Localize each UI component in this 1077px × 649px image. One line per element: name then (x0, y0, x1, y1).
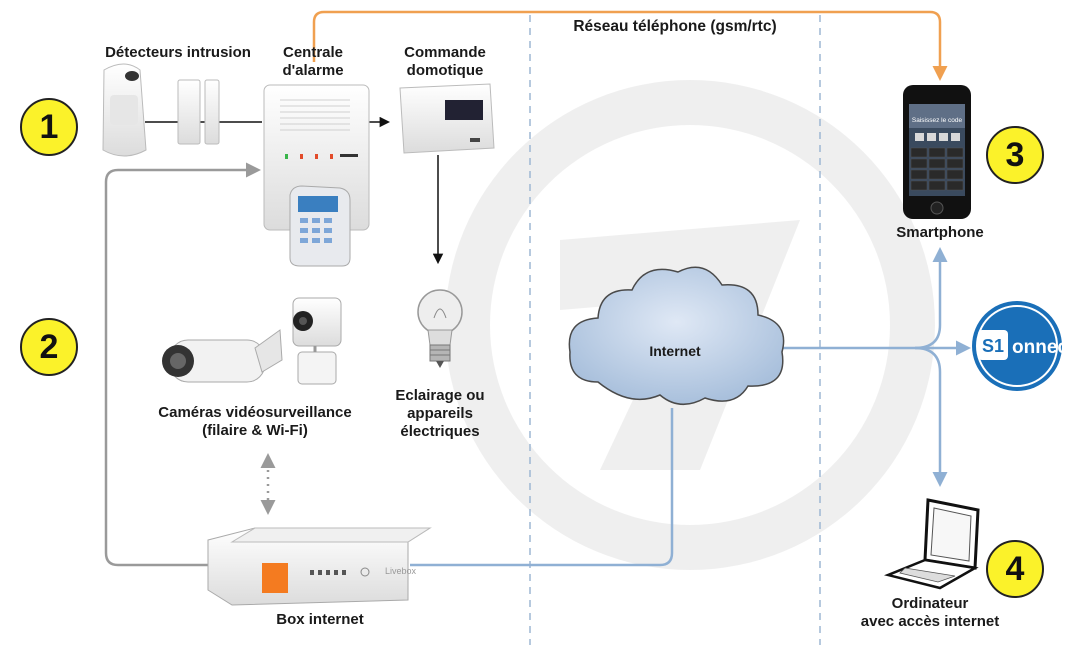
lighting-label-line3: électriques (400, 423, 480, 440)
cameras-label: Caméras vidéosurveillance (filaire & Wi-… (140, 404, 370, 440)
light-bulb-image (417, 289, 463, 368)
alarm-central-label: Centrale d'alarme (258, 44, 368, 80)
door-contact-image (177, 79, 220, 145)
internet-box-image: Livebox (207, 527, 432, 606)
s1connect-logo[interactable]: S1 onnect (972, 301, 1075, 391)
computer-label-line2: avec accès internet (860, 613, 1000, 630)
detectors-label: Détecteurs intrusion (105, 44, 251, 61)
box-to-central-link (104, 162, 261, 567)
lighting-label: Eclairage ou appareils électriques (380, 387, 500, 441)
domotic-command-image (399, 83, 495, 154)
smartphone-label: Smartphone (896, 224, 984, 241)
alarm-central-label-line1: Centrale (282, 44, 344, 61)
livebox-brand-text: Livebox (385, 566, 417, 576)
wifi-camera-image (292, 297, 342, 385)
motion-detector-image (102, 63, 147, 157)
step-badge-1: 1 (20, 98, 78, 156)
step-badge-2: 2 (20, 318, 78, 376)
box-to-internet-link (410, 408, 674, 567)
laptop-image (883, 498, 980, 590)
s1connect-s1-text: S1 (982, 336, 1004, 356)
phone-network-link (312, 10, 948, 81)
computer-label: Ordinateur avec accès internet (845, 595, 1015, 631)
phone-screen-text: Saisissez le code (912, 117, 963, 124)
bullet-camera-image (162, 329, 283, 383)
box-internet-label: Box internet (276, 611, 364, 628)
smartphone-image: Saisissez le code (903, 85, 971, 219)
domotic-command-label-line2: domotique (406, 62, 484, 79)
step-badge-3: 3 (986, 126, 1044, 184)
cameras-label-line2: (filaire & Wi-Fi) (202, 422, 308, 439)
lighting-label-line1: Eclairage ou (395, 387, 485, 404)
domotic-command-label: Commande domotique (385, 44, 505, 80)
computer-label-line1: Ordinateur (891, 595, 969, 612)
lighting-label-line2: appareils (407, 405, 473, 422)
internet-cloud (568, 266, 785, 405)
domotic-command-label-line1: Commande (404, 44, 486, 61)
alarm-central-image (263, 84, 370, 267)
step-badge-4: 4 (986, 540, 1044, 598)
internet-to-computer-link (914, 346, 948, 487)
alarm-central-label-line2: d'alarme (282, 62, 344, 79)
s1connect-rest-text: onnect (1012, 337, 1075, 358)
internet-cloud-label: Internet (649, 343, 701, 359)
cameras-label-line1: Caméras vidéosurveillance (158, 404, 352, 421)
phone-network-label: Réseau téléphone (gsm/rtc) (573, 18, 777, 35)
